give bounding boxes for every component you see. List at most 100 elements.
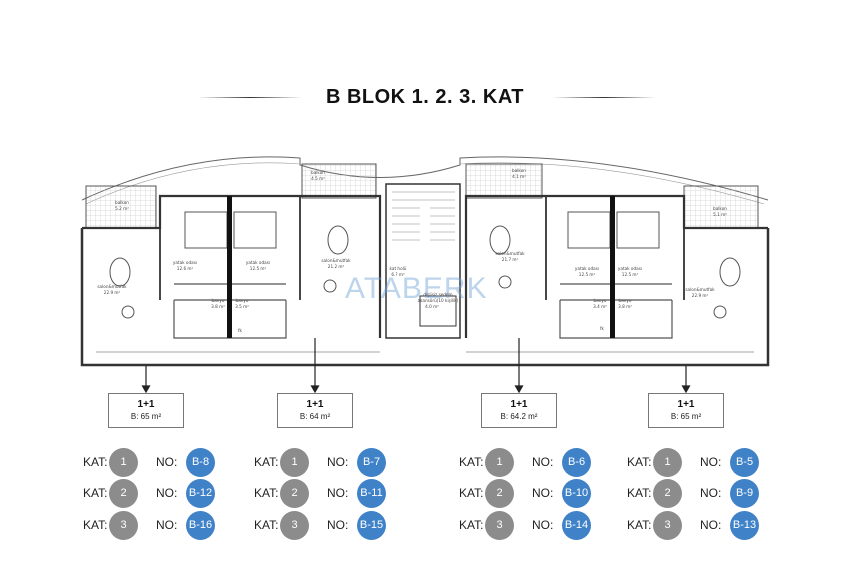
unit-number-badge: B-11 (357, 478, 386, 508)
svg-text:banyo: banyo (619, 298, 632, 303)
svg-text:banyo: banyo (594, 298, 607, 303)
svg-text:balkon: balkon (311, 170, 325, 175)
no-label: NO: (532, 455, 554, 469)
floor-badge: 2 (280, 478, 309, 508)
svg-text:12.5 m²: 12.5 m² (579, 272, 596, 277)
unit-number-badge: B-16 (186, 510, 215, 540)
floor-badge: 1 (485, 447, 514, 477)
no-label: NO: (532, 486, 554, 500)
unit-number-badge: B-14 (562, 510, 591, 540)
no-label: NO: (156, 518, 178, 532)
svg-text:3.8 m²: 3.8 m² (211, 304, 225, 309)
svg-text:3.5 m²: 3.5 m² (235, 304, 249, 309)
kat-label: KAT: (459, 455, 484, 469)
title-rule-left (198, 97, 302, 98)
svg-text:salon&mutfak: salon&mutfak (97, 284, 127, 289)
floor-unit-row: KAT: 3 NO: B-16 (83, 510, 215, 540)
svg-text:banyo: banyo (236, 298, 249, 303)
svg-text:3.8 m²: 3.8 m² (618, 304, 632, 309)
page-title: B BLOK 1. 2. 3. KAT (325, 86, 525, 108)
no-label: NO: (532, 518, 554, 532)
floor-unit-row: KAT: 2 NO: B-12 (83, 478, 215, 508)
unit-number-badge: B-5 (730, 447, 759, 477)
svg-text:balkon: balkon (512, 168, 526, 173)
unit-number-badge: B-9 (730, 478, 759, 508)
floor-badge: 3 (109, 510, 138, 540)
no-label: NO: (700, 486, 722, 500)
svg-text:yatak odası: yatak odası (575, 266, 599, 271)
floor-badge: 1 (653, 447, 682, 477)
svg-text:4.0 m²: 4.0 m² (425, 304, 439, 309)
unit-type: 1+1 (137, 399, 155, 410)
svg-text:banyo: banyo (212, 298, 225, 303)
unit-number-badge: B-15 (357, 510, 386, 540)
svg-text:21.2 m²: 21.2 m² (328, 264, 345, 269)
svg-text:12.5 m²: 12.5 m² (622, 272, 639, 277)
floor-badge: 1 (280, 447, 309, 477)
floor-badge: 3 (485, 510, 514, 540)
floor-unit-row: KAT: 3 NO: B-14 (459, 510, 591, 540)
floor-unit-row: KAT: 3 NO: B-13 (627, 510, 759, 540)
svg-text:21.7 m²: 21.7 m² (502, 257, 519, 262)
no-label: NO: (700, 518, 722, 532)
unit-type: 1+1 (510, 399, 528, 410)
unit-number-badge: B-7 (357, 447, 386, 477)
no-label: NO: (327, 455, 349, 469)
svg-text:4.5 m²: 4.5 m² (311, 176, 325, 181)
unit-type: 1+1 (677, 399, 695, 410)
kat-label: KAT: (459, 518, 484, 532)
svg-text:fk: fk (238, 328, 242, 333)
svg-text:22.9 m²: 22.9 m² (104, 290, 121, 295)
kat-label: KAT: (83, 486, 108, 500)
kat-label: KAT: (459, 486, 484, 500)
floor-unit-row: KAT: 1 NO: B-8 (83, 447, 215, 477)
svg-text:salon&mutfak: salon&mutfak (685, 287, 715, 292)
floor-badge: 3 (280, 510, 309, 540)
svg-text:5.2 m²: 5.2 m² (115, 206, 129, 211)
unit-number-badge: B-12 (186, 478, 215, 508)
watermark: ATABERK (345, 272, 488, 305)
svg-text:yatak odası: yatak odası (246, 260, 270, 265)
unit-number-badge: B-13 (730, 510, 759, 540)
kat-label: KAT: (627, 486, 652, 500)
floor-badge: 2 (109, 478, 138, 508)
svg-text:6.? m²: 6.? m² (391, 272, 405, 277)
no-label: NO: (156, 455, 178, 469)
no-label: NO: (700, 455, 722, 469)
floor-unit-row: KAT: 1 NO: B-5 (627, 447, 759, 477)
floor-unit-row: KAT: 2 NO: B-9 (627, 478, 759, 508)
floor-badge: 2 (653, 478, 682, 508)
svg-text:5.1 m²: 5.1 m² (713, 212, 727, 217)
svg-text:fk: fk (600, 326, 604, 331)
floor-badge: 3 (653, 510, 682, 540)
no-label: NO: (156, 486, 178, 500)
unit-number-badge: B-8 (186, 447, 215, 477)
kat-label: KAT: (627, 455, 652, 469)
floor-unit-row: KAT: 1 NO: B-6 (459, 447, 591, 477)
floor-badge: 2 (485, 478, 514, 508)
kat-label: KAT: (83, 518, 108, 532)
unit-info-box: 1+1 B: 64.2 m² (481, 393, 557, 428)
kat-label: KAT: (254, 486, 279, 500)
svg-text:balkon: balkon (115, 200, 129, 205)
unit-area: B: 64 m² (299, 412, 331, 421)
svg-text:salon&mutfak: salon&mutfak (321, 258, 351, 263)
svg-text:12.6 m²: 12.6 m² (177, 266, 194, 271)
floor-unit-row: KAT: 3 NO: B-15 (254, 510, 386, 540)
svg-text:12.5 m²: 12.5 m² (250, 266, 267, 271)
unit-number-badge: B-6 (562, 447, 591, 477)
svg-text:yatak odası: yatak odası (618, 266, 642, 271)
unit-number-badge: B-10 (562, 478, 591, 508)
unit-area: B: 64.2 m² (500, 412, 538, 421)
svg-text:3.4 m²: 3.4 m² (593, 304, 607, 309)
kat-label: KAT: (83, 455, 108, 469)
svg-text:asansörü(10 kişilik): asansörü(10 kişilik) (418, 298, 459, 303)
svg-text:4.1 m²: 4.1 m² (512, 174, 526, 179)
kat-label: KAT: (254, 455, 279, 469)
unit-type: 1+1 (306, 399, 324, 410)
